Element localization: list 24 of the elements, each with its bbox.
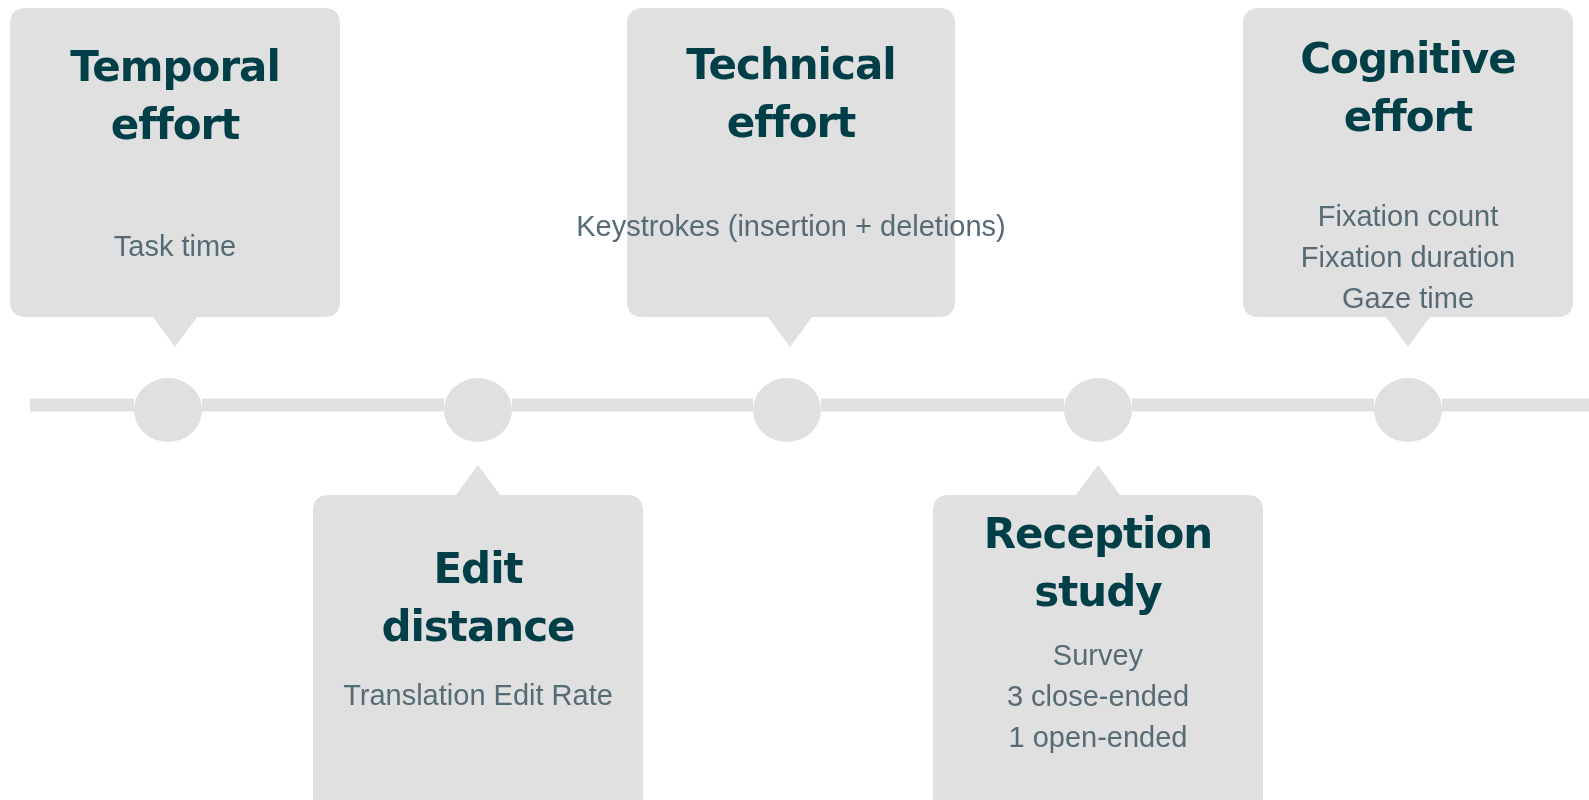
callout-heading: Reception study <box>982 508 1214 618</box>
metric-text: Fixation duration <box>1300 240 1516 275</box>
timeline-line <box>512 398 753 412</box>
timeline-line <box>821 398 1064 412</box>
timeline-line <box>1442 398 1589 412</box>
callout-heading: Cognitive effort <box>1299 33 1517 143</box>
callout-box <box>313 465 643 800</box>
callout-box <box>10 8 340 347</box>
metric-text: Keystrokes (insertion + deletions) <box>576 209 1006 244</box>
metric-text: Survey <box>1052 638 1144 673</box>
metric-text: Gaze time <box>1341 281 1475 316</box>
metric-text: Fixation count <box>1317 199 1499 234</box>
callout-heading: Temporal effort <box>69 41 281 151</box>
timeline-line <box>30 398 134 412</box>
metric-text: 3 close-ended <box>1006 679 1190 714</box>
metric-text: Task time <box>113 229 237 264</box>
callout-heading: Technical effort <box>685 39 897 149</box>
metric-text: 1 open-ended <box>1008 720 1188 755</box>
timeline-line <box>1132 398 1374 412</box>
callout-box <box>933 465 1263 800</box>
callout-box <box>1243 8 1573 347</box>
callout-heading: Edit distance <box>380 543 576 653</box>
timeline-line <box>202 398 444 412</box>
metric-text: Translation Edit Rate <box>343 678 613 713</box>
